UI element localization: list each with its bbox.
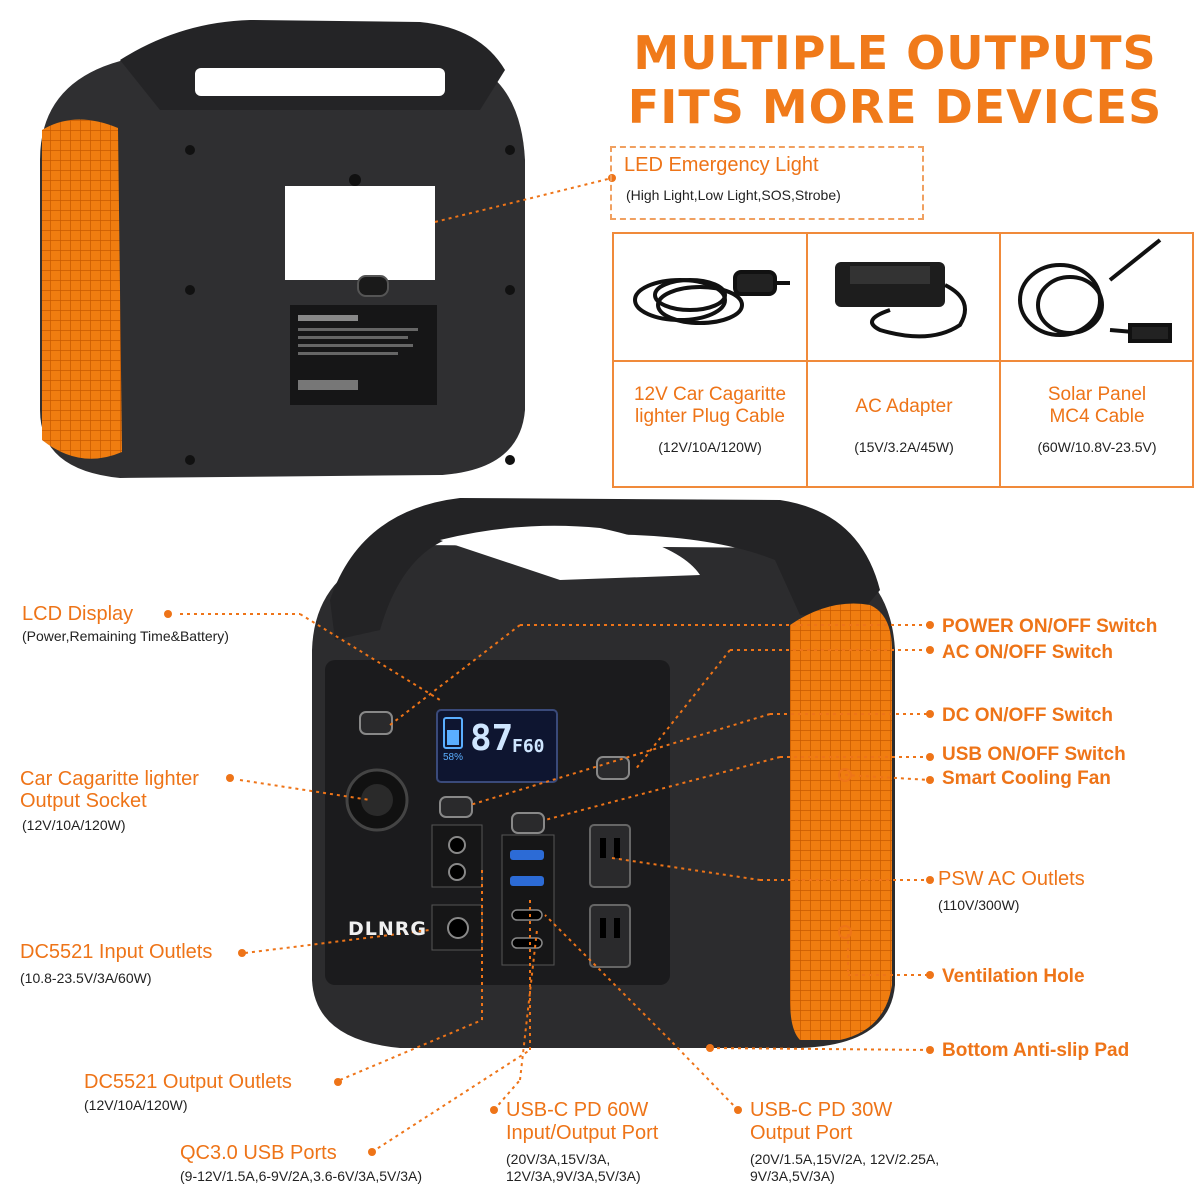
- headline-line-1: MULTIPLE OUTPUTS: [633, 26, 1157, 80]
- label-qc-usb: QC3.0 USB Ports: [180, 1142, 337, 1164]
- label-car-socket-detail: (12V/10A/120W): [22, 817, 126, 833]
- accessories-table: 12V Car Cagaritte lighter Plug Cable (12…: [612, 232, 1194, 488]
- label-vent-hole: Ventilation Hole: [942, 966, 1085, 987]
- label-usb-switch: USB ON/OFF Switch: [942, 744, 1126, 765]
- label-usbc-60-detail-2: 12V/3A,9V/3A,5V/3A): [506, 1168, 641, 1184]
- label-usbc-60-line2: Input/Output Port: [506, 1122, 659, 1144]
- label-lcd-display: LCD Display: [22, 603, 134, 625]
- car-cable-drawing: [633, 270, 790, 325]
- label-usbc-60-detail: (20V/3A,15V/3A,: [506, 1151, 611, 1167]
- label-car-socket: Car Cagaritte lighter: [20, 768, 199, 790]
- label-dc-input: DC5521 Input Outlets: [20, 941, 213, 963]
- accessory-ac-adapter: AC Adapter (15V/3.2A/45W): [806, 234, 1000, 486]
- label-usbc-60: USB-C PD 60W: [506, 1099, 649, 1121]
- lcd-value: 87: [470, 718, 514, 759]
- callout-lines: [180, 177, 931, 1153]
- lcd-battery-percent: 58%: [443, 752, 464, 763]
- front-view-unit: [312, 498, 895, 1048]
- ac-adapter-drawing: [835, 262, 967, 339]
- label-dc-input-detail: (10.8-23.5V/3A/60W): [20, 970, 152, 986]
- accessory-name: MC4 Cable: [1049, 406, 1145, 427]
- accessory-car-cable: 12V Car Cagaritte lighter Plug Cable (12…: [614, 234, 806, 486]
- label-dc-output: DC5521 Output Outlets: [84, 1071, 292, 1093]
- solar-cable-drawing: [1018, 238, 1172, 343]
- label-anti-slip: Bottom Anti-slip Pad: [942, 1040, 1130, 1061]
- label-ac-outlets: PSW AC Outlets: [938, 868, 1085, 890]
- label-usbc-30-line2: Output Port: [750, 1122, 853, 1144]
- accessory-solar-cable: Solar Panel MC4 Cable (60W/10.8V-23.5V): [999, 234, 1193, 486]
- emergency-light-callout: [610, 146, 924, 220]
- accessory-spec: (15V/3.2A/45W): [854, 439, 954, 455]
- accessory-name: AC Adapter: [855, 396, 953, 417]
- brand-logo: DLNRG: [348, 918, 428, 940]
- label-ac-switch: AC ON/OFF Switch: [942, 642, 1113, 663]
- label-qc-usb-detail: (9-12V/1.5A,6-9V/2A,3.6-6V/3A,5V/3A): [180, 1168, 423, 1184]
- accessory-name: Solar Panel: [1047, 384, 1147, 405]
- label-usbc-30-detail-2: 9V/3A,5V/3A): [750, 1168, 835, 1184]
- lcd-screen: [436, 709, 558, 783]
- accessory-name: 12V Car Cagaritte: [633, 384, 787, 405]
- label-usbc-30: USB-C PD 30W: [750, 1099, 893, 1121]
- label-lcd-display-detail: (Power,Remaining Time&Battery): [22, 628, 229, 644]
- label-power-switch: POWER ON/OFF Switch: [942, 616, 1158, 637]
- lcd-unit: F60: [512, 736, 545, 757]
- callout-dots: [164, 174, 934, 1156]
- label-car-socket-line2: Output Socket: [20, 790, 147, 812]
- label-usbc-30-detail: (20V/1.5A,15V/2A, 12V/2.25A,: [750, 1151, 940, 1167]
- label-ac-outlets-detail: (110V/300W): [938, 897, 1020, 913]
- accessory-spec: (12V/10A/120W): [658, 439, 762, 455]
- accessory-spec: (60W/10.8V-23.5V): [1037, 439, 1157, 455]
- emergency-light-modes: (High Light,Low Light,SOS,Strobe): [626, 187, 841, 203]
- headline-line-2: FITS MORE DEVICES: [627, 80, 1163, 134]
- label-cooling-fan: Smart Cooling Fan: [942, 768, 1111, 789]
- label-dc-output-detail: (12V/10A/120W): [84, 1097, 188, 1113]
- label-dc-switch: DC ON/OFF Switch: [942, 705, 1113, 726]
- back-view-unit: [40, 20, 525, 478]
- emergency-light-title: LED Emergency Light: [624, 154, 819, 176]
- accessory-name: lighter Plug Cable: [635, 406, 785, 427]
- led-light-window: [285, 186, 435, 280]
